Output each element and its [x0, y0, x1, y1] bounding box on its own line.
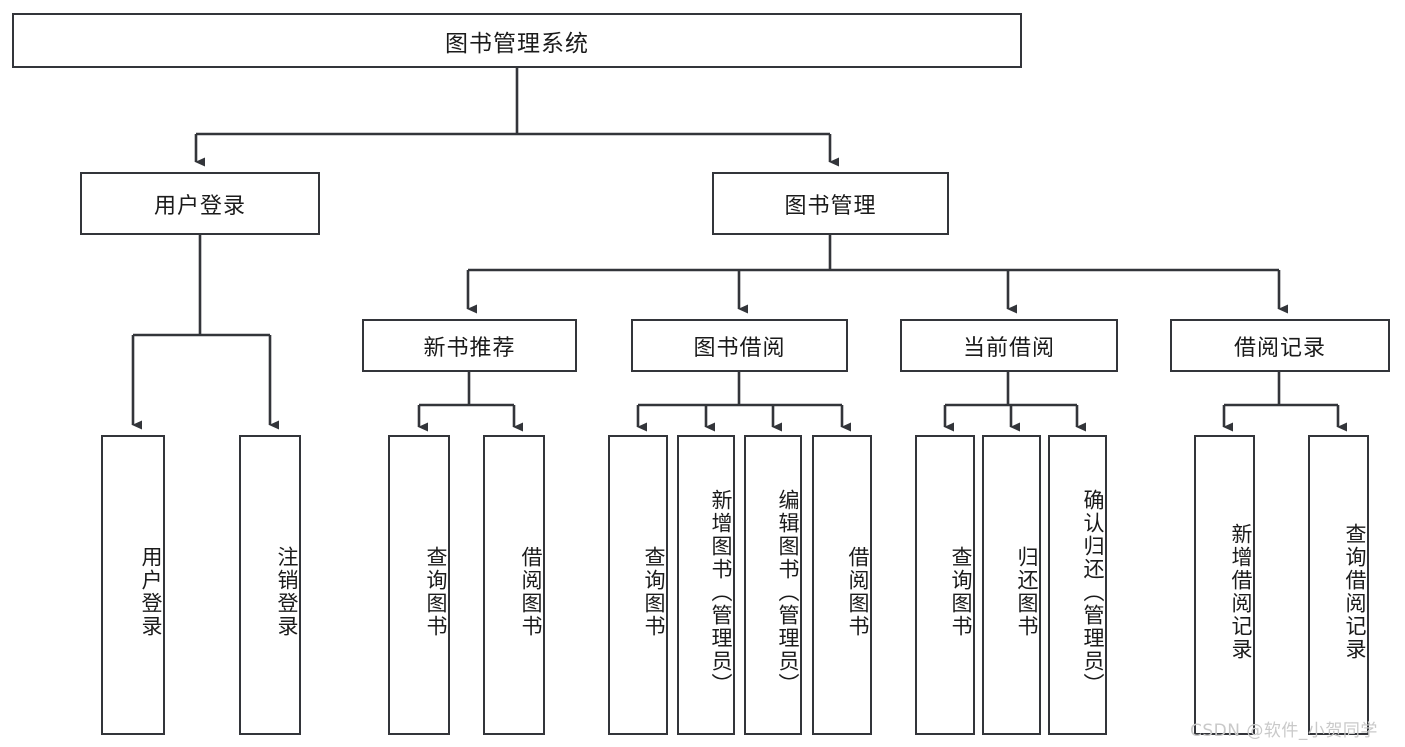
node-label: 用户登录	[139, 546, 163, 638]
node-label: 查询图书	[424, 546, 448, 638]
leaf-new-book-query-book[interactable]: 查询图书	[388, 435, 450, 735]
leaf-user-login-logout[interactable]: 注销登录	[239, 435, 301, 735]
node-label: 查询图书	[642, 546, 666, 638]
node-label: 新增图书（管理员）	[709, 488, 733, 696]
leaf-user-login-login[interactable]: 用户登录	[101, 435, 165, 735]
node-label: 用户登录	[153, 193, 246, 219]
leaf-new-book-borrow-book[interactable]: 借阅图书	[483, 435, 545, 735]
node-label: 查询图书	[949, 546, 973, 638]
node-label: 图书管理系统	[445, 30, 589, 57]
leaf-book-borrow-borrow-book[interactable]: 借阅图书	[812, 435, 872, 735]
node-label: 编辑图书（管理员）	[776, 488, 800, 696]
node-label: 新增借阅记录	[1229, 523, 1253, 661]
node-label: 查询借阅记录	[1343, 523, 1367, 661]
node-label: 图书借阅	[693, 335, 786, 361]
node-user-login[interactable]: 用户登录	[80, 172, 320, 235]
node-label: 当前借阅	[962, 335, 1055, 361]
leaf-borrow-record-query-record[interactable]: 查询借阅记录	[1308, 435, 1369, 735]
node-label: 借阅图书	[519, 546, 543, 638]
leaf-book-borrow-query-book[interactable]: 查询图书	[608, 435, 668, 735]
node-label: 确认归还（管理员）	[1081, 488, 1105, 696]
node-current-borrow[interactable]: 当前借阅	[900, 319, 1118, 372]
csdn-watermark: CSDN @软件_小贺同学	[1190, 721, 1378, 741]
leaf-current-borrow-return-book[interactable]: 归还图书	[982, 435, 1041, 735]
node-label: 借阅图书	[846, 546, 870, 638]
node-label: 借阅记录	[1233, 335, 1326, 361]
node-root-book-management-system[interactable]: 图书管理系统	[12, 13, 1022, 68]
leaf-book-borrow-edit-book-admin[interactable]: 编辑图书（管理员）	[744, 435, 802, 735]
leaf-book-borrow-add-book-admin[interactable]: 新增图书（管理员）	[677, 435, 735, 735]
node-book-management[interactable]: 图书管理	[712, 172, 949, 235]
node-label: 注销登录	[275, 546, 299, 638]
leaf-current-borrow-confirm-return-admin[interactable]: 确认归还（管理员）	[1048, 435, 1107, 735]
node-label: 新书推荐	[423, 335, 516, 361]
node-borrow-record[interactable]: 借阅记录	[1170, 319, 1390, 372]
node-label: 归还图书	[1015, 546, 1039, 638]
leaf-borrow-record-add-record[interactable]: 新增借阅记录	[1194, 435, 1255, 735]
node-label: 图书管理	[784, 193, 877, 219]
node-new-book-recommend[interactable]: 新书推荐	[362, 319, 577, 372]
leaf-current-borrow-query-book[interactable]: 查询图书	[915, 435, 975, 735]
node-book-borrow[interactable]: 图书借阅	[631, 319, 848, 372]
